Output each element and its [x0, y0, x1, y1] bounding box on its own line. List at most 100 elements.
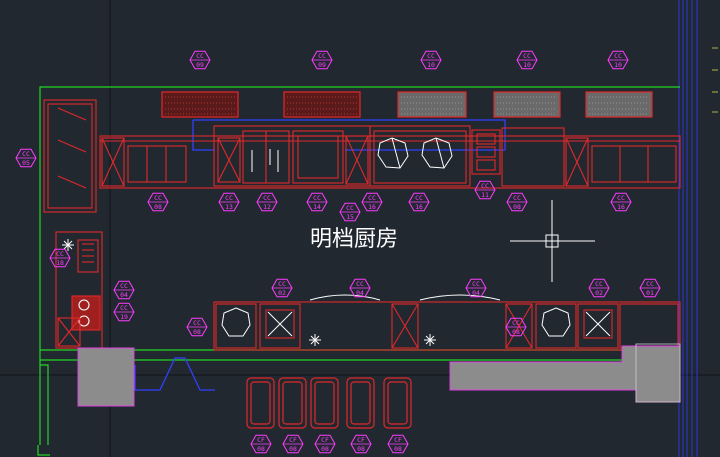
- tag-number: 11: [481, 191, 489, 199]
- tag-number: 16: [415, 203, 423, 211]
- back-counter-row: [99, 125, 681, 189]
- plumbing-lines: [134, 119, 506, 391]
- bar-stools: [246, 377, 412, 429]
- tag-number: 05: [22, 159, 30, 167]
- front-star-markers: [309, 334, 436, 346]
- front-burners: [221, 294, 611, 337]
- tag-code: CC: [313, 194, 321, 202]
- tag-number: 08: [289, 445, 297, 453]
- tag-code: CF: [321, 436, 329, 444]
- tag-code: CC: [193, 319, 201, 327]
- tag-number: 16: [368, 203, 376, 211]
- stove-burners-back: [251, 137, 453, 172]
- left-side-equipment: [55, 231, 103, 349]
- tag-code: CC: [346, 204, 354, 212]
- tag-code: CC: [318, 52, 326, 60]
- tag-number: 08: [154, 203, 162, 211]
- tag-code: CC: [415, 194, 423, 202]
- tag-number: 09: [196, 61, 204, 69]
- tag-number: 10: [523, 61, 531, 69]
- tag-code: CC: [523, 52, 531, 60]
- tag-code: CC: [263, 194, 271, 202]
- tag-code: CC: [56, 250, 64, 258]
- tag-number: 10: [614, 61, 622, 69]
- tag-code: CC: [120, 282, 128, 290]
- tag-code: CC: [225, 194, 233, 202]
- tag-number: 02: [278, 289, 286, 297]
- service-counters: [77, 343, 681, 407]
- front-counter-row: [213, 301, 681, 351]
- exhaust-hoods: [161, 91, 653, 118]
- tag-number: 08: [513, 203, 521, 211]
- tag-code: CC: [22, 150, 30, 158]
- tag-number: 04: [472, 289, 480, 297]
- tag-number: 08: [357, 445, 365, 453]
- tag-code: CC: [614, 52, 622, 60]
- tag-number: 08: [321, 445, 329, 453]
- tag-number: 08: [257, 445, 265, 453]
- tag-number: 10: [427, 61, 435, 69]
- tag-number: 19: [120, 313, 128, 321]
- tag-code: CC: [646, 280, 654, 288]
- tag-code: CC: [427, 52, 435, 60]
- tag-number: 12: [263, 203, 271, 211]
- tag-number: 08: [193, 328, 201, 336]
- tag-code: CF: [394, 436, 402, 444]
- tag-code: CC: [481, 182, 489, 190]
- tag-number: 08: [394, 445, 402, 453]
- tag-code: CF: [289, 436, 297, 444]
- tag-code: CC: [472, 280, 480, 288]
- left-refrigerator: [43, 99, 97, 213]
- tag-number: 04: [120, 291, 128, 299]
- tag-number: 02: [595, 289, 603, 297]
- tag-code: CC: [513, 194, 521, 202]
- right-edge-marks: [712, 47, 718, 113]
- tag-number: 15: [346, 213, 354, 221]
- cad-crosshair-cursor[interactable]: [510, 200, 595, 282]
- tag-code: CC: [356, 280, 364, 288]
- tag-number: 14: [313, 203, 321, 211]
- tag-code: CC: [368, 194, 376, 202]
- tag-number: 16: [617, 203, 625, 211]
- tag-code: CC: [154, 194, 162, 202]
- room-title: 明档厨房: [310, 227, 398, 252]
- tag-number: 13: [225, 203, 233, 211]
- tag-number: 01: [646, 289, 654, 297]
- tag-code: CF: [257, 436, 265, 444]
- equipment-tag-layer: CC09CC09CC10CC10CC10CC05CC08CC13CC12CC14…: [15, 50, 661, 454]
- tag-code: CC: [120, 304, 128, 312]
- tag-code: CF: [357, 436, 365, 444]
- tag-code: CC: [595, 280, 603, 288]
- tag-number: 18: [56, 259, 64, 267]
- tag-code: CC: [617, 194, 625, 202]
